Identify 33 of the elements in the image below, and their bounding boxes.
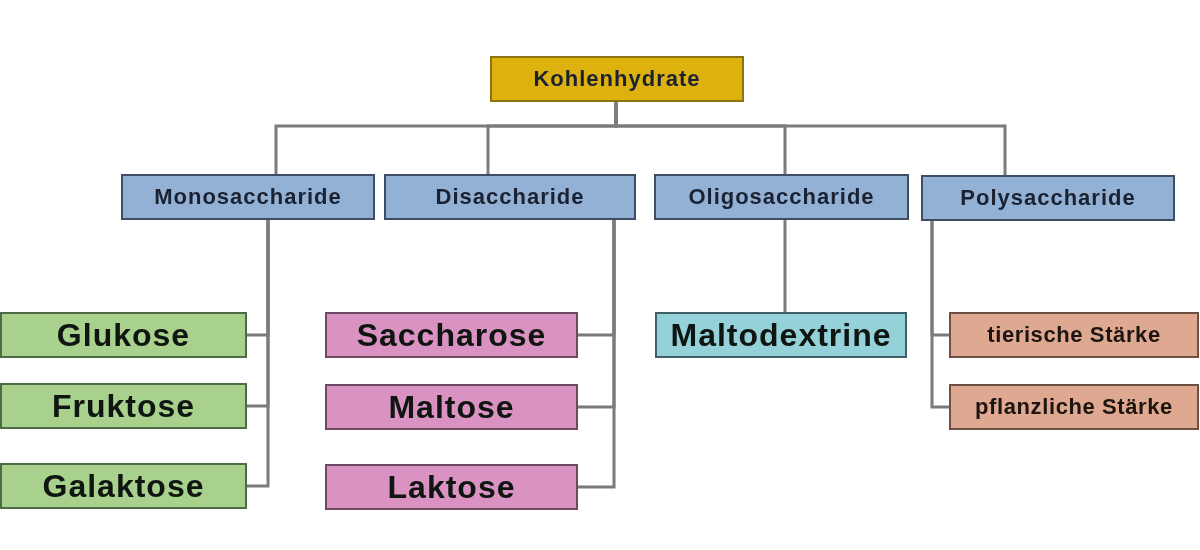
category-label: Polysaccharide — [960, 185, 1136, 211]
connector-line — [247, 220, 270, 488]
item-label: Maltose — [388, 388, 515, 426]
category-box — [921, 175, 1175, 221]
item-label: Galaktose — [42, 467, 205, 505]
item-label: Maltodextrine — [670, 316, 892, 354]
category-box — [654, 174, 909, 220]
category-label: Monosaccharide — [154, 184, 342, 210]
item-box — [0, 312, 247, 358]
category-label: Disaccharide — [435, 184, 585, 210]
item-box — [325, 384, 578, 430]
item-box — [325, 464, 578, 510]
root-box — [490, 56, 744, 102]
category-box — [384, 174, 636, 220]
connector-line — [930, 221, 949, 409]
item-label: Fruktose — [51, 387, 196, 425]
item-label: Glukose — [56, 316, 191, 354]
item-label: Laktose — [387, 468, 516, 506]
connector-line — [578, 220, 616, 489]
item-box — [0, 463, 247, 509]
connector-line — [783, 220, 787, 312]
item-box — [325, 312, 578, 358]
category-box — [121, 174, 375, 220]
item-box — [655, 312, 907, 358]
category-label: Oligosaccharide — [688, 184, 875, 210]
item-label: tierische Stärke — [987, 322, 1161, 348]
item-box — [949, 312, 1199, 358]
root-label: Kohlenhydrate — [533, 66, 701, 92]
item-box — [0, 383, 247, 429]
item-label: pflanzliche Stärke — [975, 394, 1173, 420]
connector-line — [614, 102, 1007, 175]
item-box — [949, 384, 1199, 430]
item-label: Saccharose — [356, 316, 547, 354]
